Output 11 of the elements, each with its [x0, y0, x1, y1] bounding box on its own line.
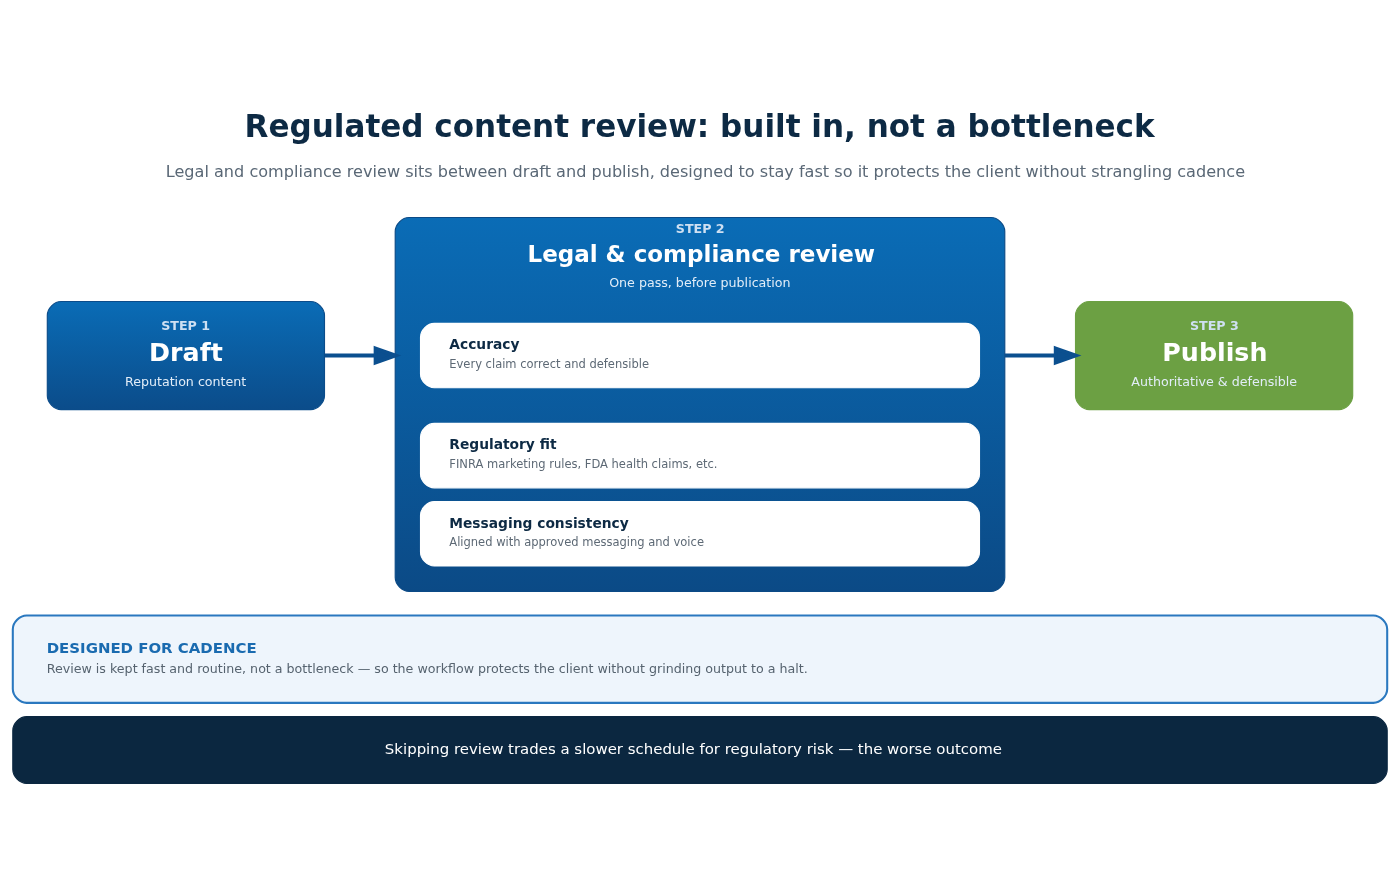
node-box: DESIGNED FOR CADENCE Review is kept fast and routine, not a bottleneck — so the workflow protects the client without grinding output to a halt. — [11, 613, 1389, 704]
node-box: STEP 1 Draft Reputation content — [46, 300, 326, 410]
node-box: Skipping review trades a slower schedule for regulatory risk — the worse outcome — [12, 715, 1388, 784]
node-box: STEP 3 Publish Authoritative & defensible — [1074, 300, 1354, 410]
node-box: Accuracy Every claim correct and defensible — [419, 322, 981, 388]
node-box: Regulatory fit FINRA marketing rules, FDA health claims, etc. — [419, 422, 981, 488]
arrow — [324, 345, 402, 365]
label: Legal and compliance review sits between draft and publish, designed to stay fast so it protects the client without strangling cadence — [165, 161, 1246, 181]
node-box: Messaging consistency Aligned with approved messaging and voice — [419, 500, 981, 567]
arrow — [1004, 345, 1082, 365]
diagram-title: Regulated content review: built in, not a bottleneck — [244, 107, 1155, 144]
